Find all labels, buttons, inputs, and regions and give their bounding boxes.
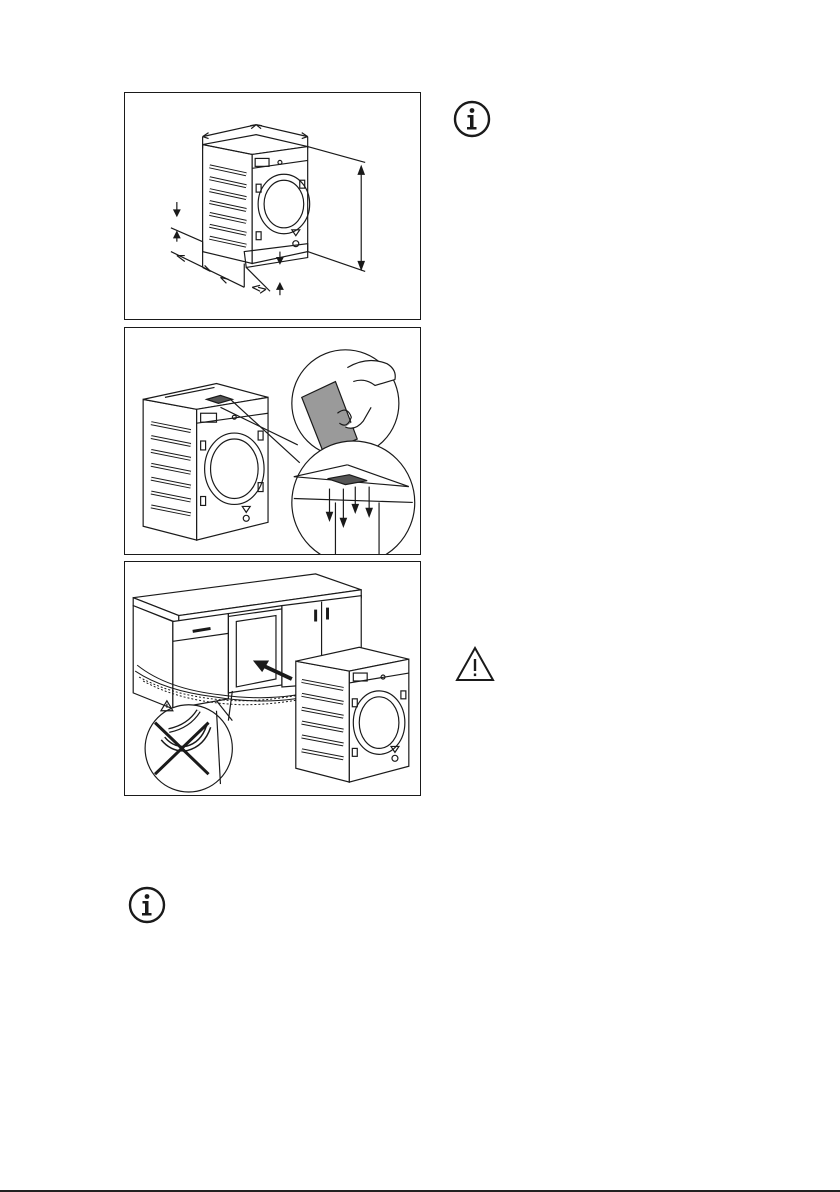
figure-vapour-barrier-foil [124, 327, 421, 555]
push-machine-into-cabinet-illustration [125, 562, 420, 795]
warning-icon-glyph [454, 645, 496, 683]
figure-push-into-cabinet [124, 561, 421, 796]
info-icon-glyph [127, 885, 167, 925]
adhesive-foil-application-illustration [125, 328, 420, 554]
warning-icon [454, 645, 496, 683]
info-icon [452, 99, 492, 139]
info-icon [127, 885, 167, 925]
figure-niche-dimensions [124, 92, 421, 320]
washing-machine-dimensions-illustration [125, 93, 420, 319]
info-icon-glyph [452, 99, 492, 139]
